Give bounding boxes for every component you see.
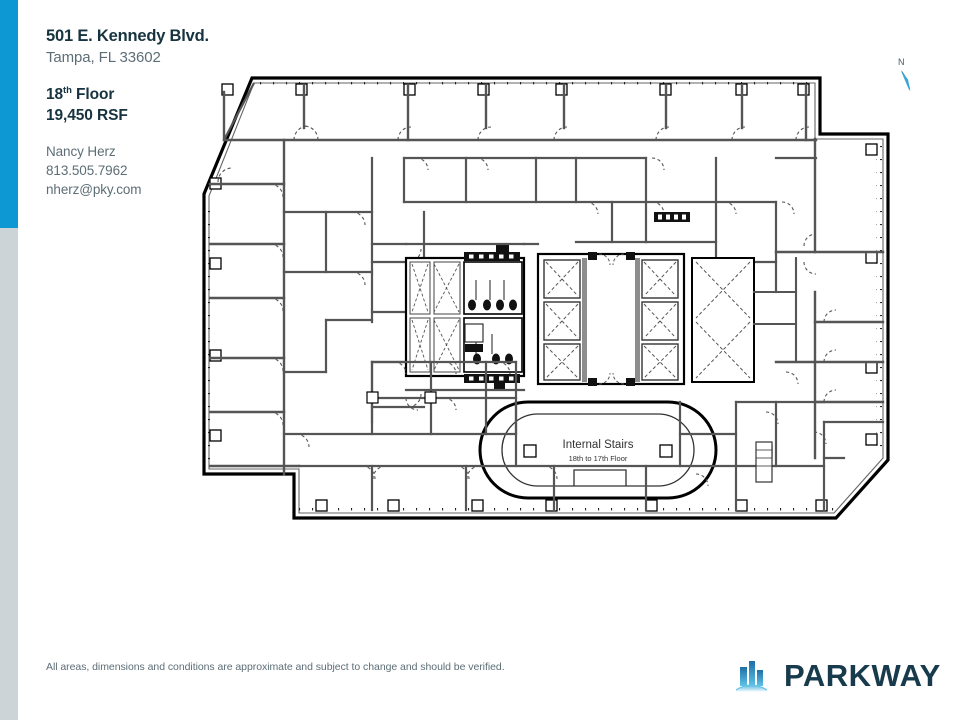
- floor-number: 18: [46, 86, 64, 104]
- se-office-partitions: [734, 400, 885, 468]
- contact-block: Nancy Herz 813.505.7962 nherz@pky.com: [46, 142, 346, 199]
- door-swings-north: [217, 125, 810, 183]
- page-title: 501 E. Kennedy Blvd.: [46, 27, 209, 45]
- contact-phone[interactable]: 813.505.7962: [46, 163, 128, 179]
- service-stair-box: [755, 441, 773, 483]
- accent-bar-blue: [0, 0, 18, 228]
- floorplan-container[interactable]: Internal Stairs 18th to 17th Floor: [176, 62, 916, 572]
- parkway-logo-text: PARKWAY: [784, 657, 941, 693]
- floor-info-block: 18th Floor 19,450 RSF: [46, 85, 346, 126]
- floor-label: 18th Floor: [46, 85, 346, 105]
- door-swings-ne: [785, 233, 837, 403]
- door-swings-south: [295, 361, 558, 480]
- floor-ordinal: th: [63, 84, 72, 96]
- core-corridor-walls: [370, 242, 540, 392]
- accent-bar-grey: [0, 228, 18, 720]
- north-office-partitions: [222, 83, 818, 142]
- parkway-building-icon: [736, 661, 768, 692]
- contact-email[interactable]: nherz@pky.com: [46, 182, 142, 198]
- parkway-logo: PARKWAY: [736, 655, 941, 695]
- chamfer-partition: [223, 82, 255, 141]
- north-label: N: [898, 57, 905, 67]
- address-city-state: Tampa, FL 33602: [46, 48, 161, 66]
- core-east-shafts: [691, 256, 798, 383]
- core-restroom-block: [404, 245, 526, 391]
- window-mullion-ticks: [204, 79, 882, 513]
- internal-stairs-label: Internal Stairs: [563, 439, 634, 451]
- floor-word: Floor: [71, 86, 115, 104]
- compass-needle-icon: [901, 70, 911, 91]
- elevator-core: [536, 252, 686, 386]
- rsf-label: 19,450 RSF: [46, 106, 128, 124]
- ne-office-partitions: [774, 137, 885, 460]
- north-arrow: N: [898, 58, 932, 100]
- contact-name: Nancy Herz: [46, 144, 116, 160]
- door-swings-se: [695, 411, 827, 487]
- ne-mech-detail: [654, 212, 690, 222]
- internal-stairs-sublabel: 18th to 17th Floor: [569, 454, 628, 463]
- header-block: 501 E. Kennedy Blvd. Tampa, FL 33602 18t…: [46, 26, 346, 200]
- central-south-rooms: [514, 400, 738, 468]
- floorplan-drawing[interactable]: Internal Stairs 18th to 17th Floor: [176, 62, 916, 572]
- door-swings-west: [269, 183, 284, 426]
- disclaimer-text: All areas, dimensions and conditions are…: [46, 661, 505, 673]
